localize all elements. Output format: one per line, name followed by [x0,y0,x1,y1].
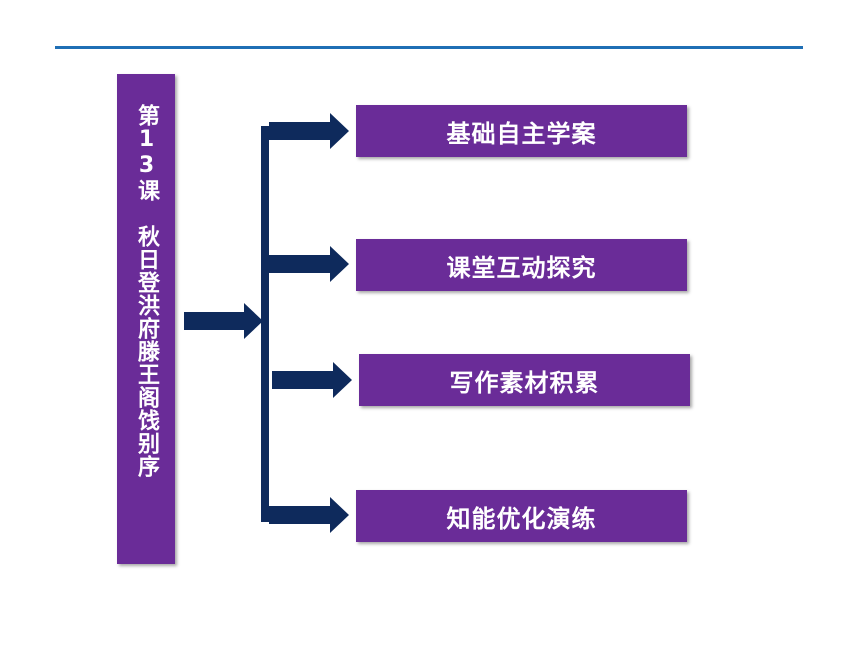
branch-arrow-1 [269,113,349,149]
menu-item-practice-drills[interactable]: 知能优化演练 [356,490,687,542]
menu-item-basic-self-study[interactable]: 基础自主学案 [356,105,687,157]
lesson-title-bar: 第13课 秋日登洪府滕王阁饯别序 [117,74,175,564]
menu-item-writing-materials[interactable]: 写作素材积累 [359,354,690,406]
trunk-line [261,126,269,522]
branch-arrow-2 [269,246,349,282]
lesson-title: 第13课 秋日登洪府滕王阁饯别序 [134,104,159,478]
top-divider [55,46,803,49]
branch-arrow-3 [272,362,352,398]
menu-item-class-interaction[interactable]: 课堂互动探究 [356,239,687,291]
branch-arrow-4 [269,497,349,533]
main-arrow [184,303,263,339]
